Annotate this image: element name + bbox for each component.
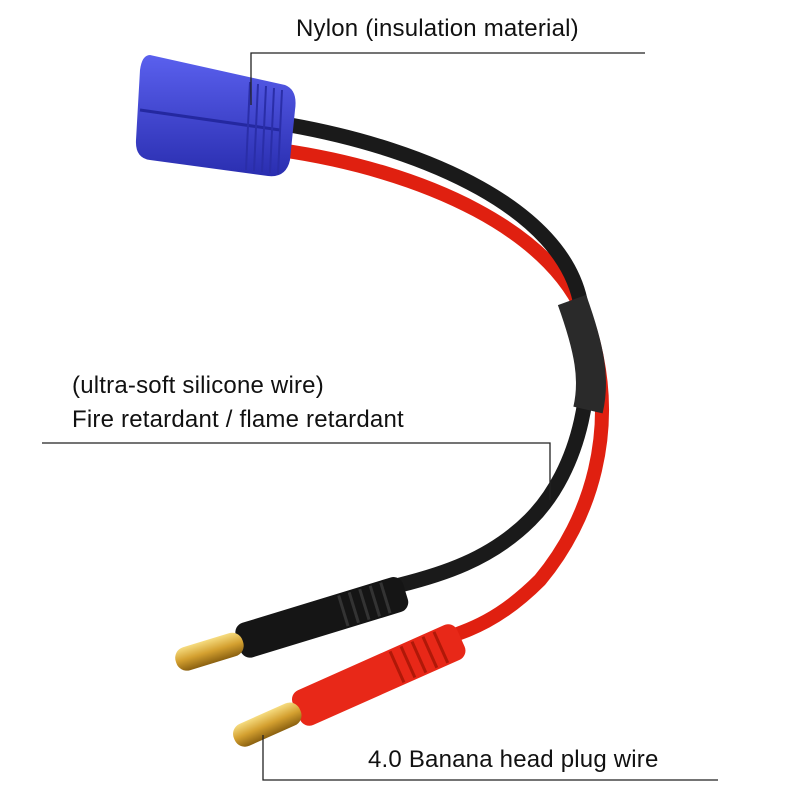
black-banana-plug <box>175 577 409 671</box>
callout-line-wire <box>42 442 551 500</box>
callout-insulation: Nylon (insulation material) <box>296 15 579 42</box>
callout-wire-type: (ultra-soft silicone wire) <box>72 372 324 399</box>
callout-line-plug <box>262 735 718 781</box>
ec5-connector <box>135 55 296 177</box>
callout-plug: 4.0 Banana head plug wire <box>368 746 659 773</box>
callout-wire-property: Fire retardant / flame retardant <box>72 406 404 433</box>
red-banana-plug <box>233 624 466 747</box>
heat-shrink-sleeve <box>557 294 607 414</box>
callout-line-insulation <box>250 52 645 105</box>
